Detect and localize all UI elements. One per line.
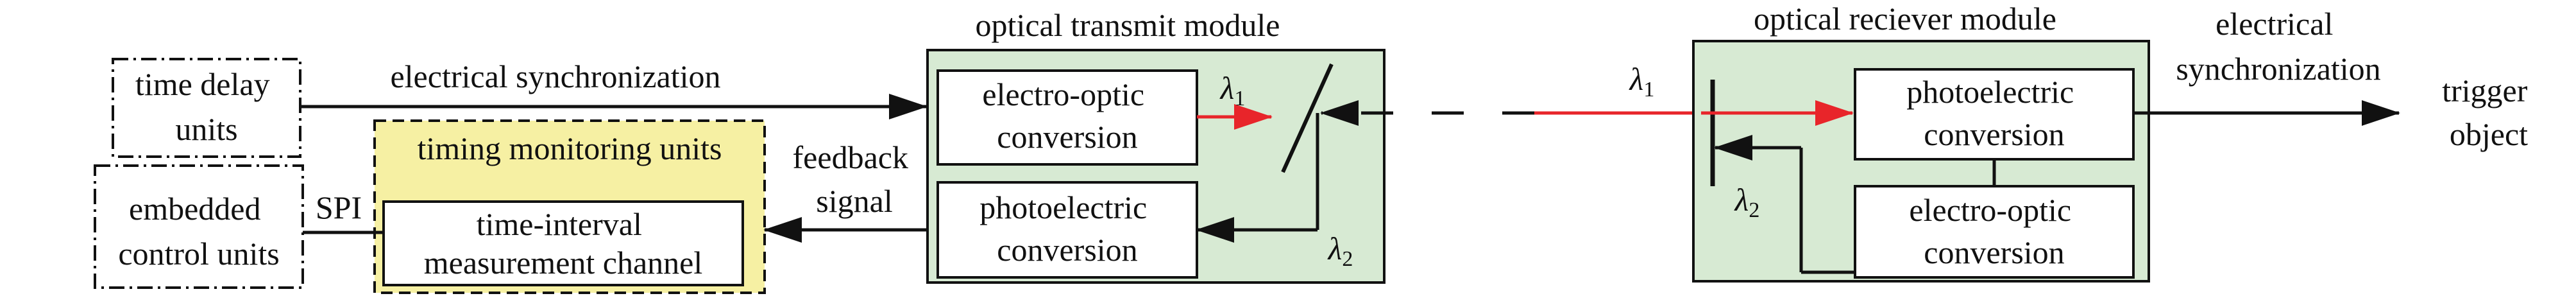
rx-electro-optic-conversion-label: electro-optic conversion — [1909, 192, 2079, 270]
optical-transmit-module-title: optical transmit module — [976, 7, 1280, 43]
tx-beam-splitter — [1281, 63, 1334, 173]
time-interval-measurement-channel-label: time-interval measurement channel — [424, 206, 703, 281]
embedded-control-units-label: embedded control units — [118, 191, 279, 272]
tx-electro-optic-conversion-box — [936, 69, 1198, 166]
rx-incoming-lambda1-label: λ1 — [1629, 61, 1655, 101]
optical-receiver-module-title: optical reciever module — [1754, 1, 2056, 37]
rx-lambda2-label: λ2 — [1734, 182, 1760, 222]
tx-photoelectric-conversion-box — [936, 181, 1198, 279]
embedded-control-units-box — [94, 164, 304, 289]
time-interval-measurement-channel-box — [382, 200, 744, 286]
output-synchronization-label: electrical synchronization — [2176, 6, 2380, 87]
time-delay-units-label: time delay units — [135, 66, 278, 147]
rx-photoelectric-conversion-box — [1854, 68, 2135, 161]
tx-lambda2-label: λ2 — [1327, 231, 1353, 271]
trigger-object-label: trigger object — [2442, 73, 2536, 152]
tx-photoelectric-conversion-label: photoelectric conversion — [979, 189, 1155, 268]
time-delay-units-box — [112, 58, 301, 158]
tx-lambda1-label: λ1 — [1219, 70, 1246, 110]
rx-photoelectric-conversion-label: photoelectric conversion — [1906, 74, 2082, 152]
electrical-synchronization-label: electrical synchronization — [390, 58, 720, 94]
tx-electro-optic-conversion-label: electro-optic conversion — [982, 76, 1152, 155]
timing-monitoring-units-title: timing monitoring units — [417, 130, 722, 166]
spi-label: SPI — [316, 189, 362, 225]
feedback-signal-label: feedback signal — [793, 139, 917, 219]
rx-electro-optic-conversion-box — [1854, 185, 2135, 279]
